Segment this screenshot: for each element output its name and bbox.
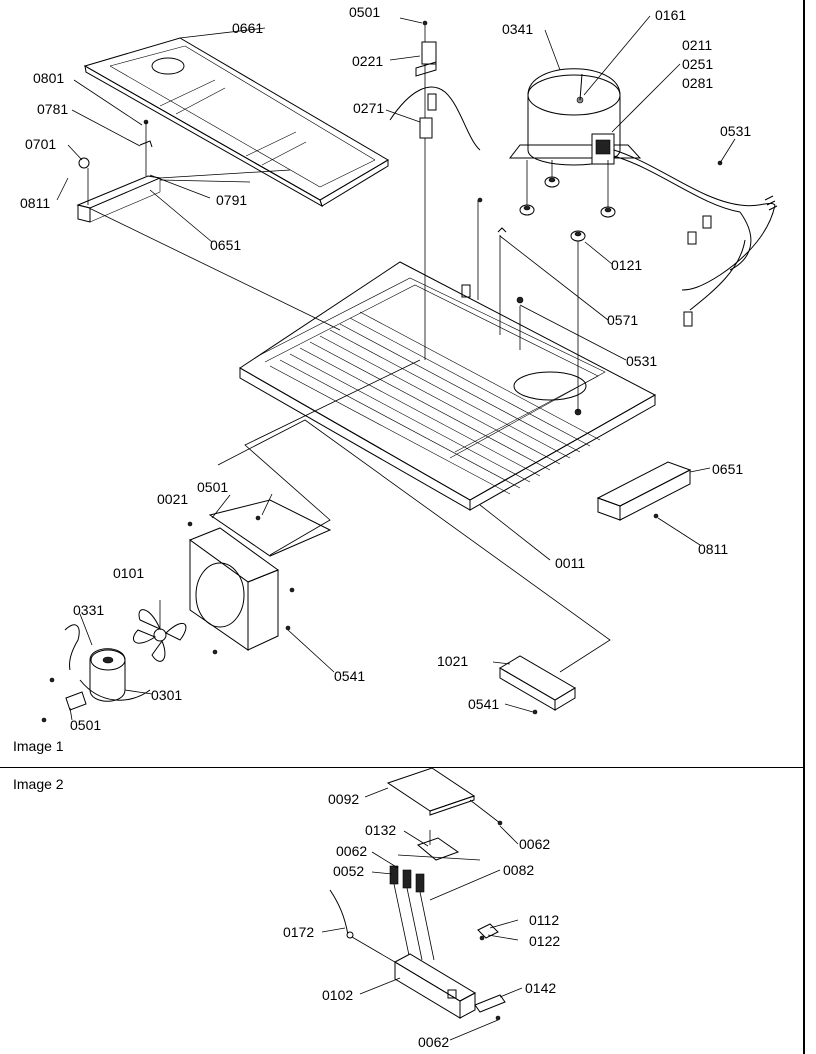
part-label: 0062 bbox=[418, 1034, 450, 1050]
part-label: 0082 bbox=[503, 862, 535, 878]
base-pan bbox=[239, 261, 657, 511]
part-label: 0092 bbox=[328, 791, 360, 807]
part-label: 0571 bbox=[607, 312, 639, 328]
part-label: 0501 bbox=[349, 4, 381, 20]
part-label: 0281 bbox=[682, 75, 714, 91]
part-label: 0531 bbox=[626, 353, 658, 369]
part-label: 0271 bbox=[353, 100, 385, 116]
condenser-coil bbox=[257, 277, 606, 495]
section-label-image2: Image 2 bbox=[13, 776, 64, 792]
part-label: 0132 bbox=[365, 822, 397, 838]
part-label: 0341 bbox=[502, 21, 534, 37]
right-bracket bbox=[596, 461, 692, 521]
part-label: 0062 bbox=[519, 836, 551, 852]
part-label: 0541 bbox=[334, 668, 366, 684]
part-label: 0101 bbox=[113, 565, 145, 581]
part-label: 0531 bbox=[720, 123, 752, 139]
part-label: 0651 bbox=[712, 461, 744, 477]
part-label: 0801 bbox=[33, 70, 65, 86]
defrost-switch-parts bbox=[389, 20, 507, 233]
section-label-image1: Image 1 bbox=[13, 738, 64, 754]
section-divider bbox=[0, 767, 805, 768]
part-label: 0791 bbox=[216, 192, 248, 208]
part-label: 0052 bbox=[333, 863, 365, 879]
part-label: 0142 bbox=[525, 980, 557, 996]
fan-motor bbox=[41, 624, 151, 723]
part-label: 0541 bbox=[468, 696, 500, 712]
part-label: 0102 bbox=[322, 987, 354, 1003]
right-border bbox=[803, 0, 805, 1054]
part-label: 0021 bbox=[157, 491, 189, 507]
image2-assembly bbox=[321, 767, 523, 1041]
part-label: 0331 bbox=[73, 602, 105, 618]
assembly-lines bbox=[88, 25, 611, 673]
wiring-harness bbox=[613, 149, 778, 327]
part-label: 0251 bbox=[682, 56, 714, 72]
part-label: 0661 bbox=[232, 20, 264, 36]
top-cover-plate bbox=[83, 37, 389, 208]
part-label: 0062 bbox=[336, 843, 368, 859]
part-label: 0161 bbox=[655, 7, 687, 23]
part-label: 0811 bbox=[698, 541, 729, 557]
part-label: 0651 bbox=[210, 237, 242, 253]
part-label: 1021 bbox=[437, 653, 469, 669]
part-label: 0011 bbox=[555, 555, 586, 571]
compressor bbox=[508, 68, 642, 242]
part-label: 0301 bbox=[151, 687, 183, 703]
part-label: 0501 bbox=[70, 717, 102, 733]
part-label: 0122 bbox=[529, 933, 561, 949]
part-label: 0112 bbox=[529, 912, 560, 928]
fan-blade bbox=[133, 600, 187, 662]
label-leaders bbox=[56, 15, 736, 721]
part-label: 0501 bbox=[197, 479, 229, 495]
part-label: 0121 bbox=[611, 257, 643, 273]
part-label: 0811 bbox=[20, 195, 51, 211]
part-label: 0172 bbox=[283, 924, 315, 940]
fan-shroud bbox=[187, 499, 332, 655]
part-label: 0701 bbox=[25, 136, 57, 152]
part-label: 0781 bbox=[37, 101, 69, 117]
control-box bbox=[499, 655, 576, 715]
part-label: 0211 bbox=[682, 37, 713, 53]
part-label: 0221 bbox=[352, 53, 384, 69]
